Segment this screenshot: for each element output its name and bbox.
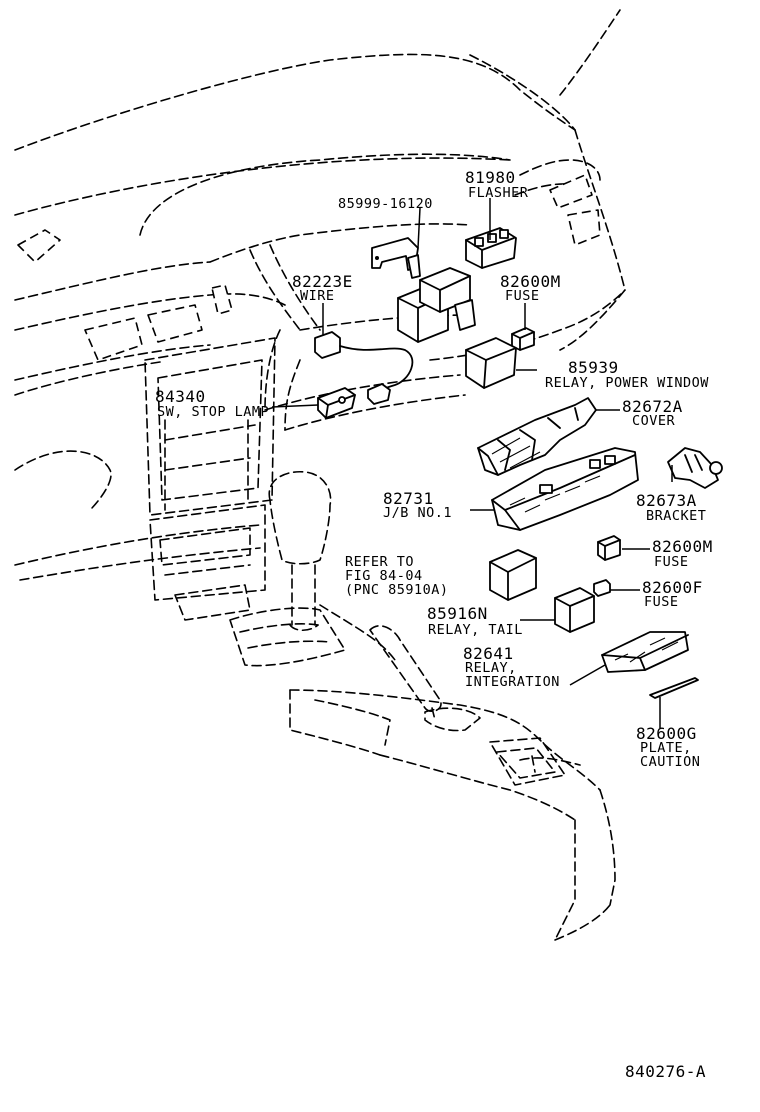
- callout-81980: 81980 FLASHER: [465, 168, 529, 201]
- callout-desc: PLATE,: [640, 740, 692, 756]
- callout-code: 81980: [465, 168, 516, 187]
- callout-desc: FLASHER: [468, 185, 529, 201]
- fuse-lower-part: [597, 535, 621, 561]
- refer-note-line: (PNC 85910A): [345, 582, 449, 598]
- callout-82731: 82731 J/B NO.1: [383, 489, 452, 521]
- callout-84340: 84340 SW, STOP LAMP: [155, 387, 269, 420]
- callout-85999-16120: 85999-16120: [338, 196, 433, 212]
- callout-code: 85939: [568, 358, 619, 377]
- relay-85910a-part: [489, 549, 537, 601]
- callout-code: 85999-16120: [338, 196, 433, 212]
- callout-code: 82641: [463, 644, 514, 663]
- tail-relay-part: [554, 587, 595, 633]
- integration-relay-part: [601, 631, 689, 673]
- fuse-f-part: [593, 579, 611, 597]
- cover-part: [477, 397, 597, 476]
- callout-code: 85916N: [427, 604, 488, 623]
- callout-82223E: 82223E WIRE: [292, 272, 353, 304]
- callout-desc: FUSE: [644, 594, 679, 610]
- bracket-85999-part: [371, 237, 421, 279]
- leader-lines: [271, 198, 673, 728]
- callout-desc: COVER: [632, 413, 676, 429]
- bracket-82673a-part: [667, 447, 723, 489]
- callout-desc: J/B NO.1: [383, 505, 452, 521]
- callout-85916N: 85916N RELAY, TAIL: [427, 604, 523, 638]
- callout-desc: SW, STOP LAMP: [157, 404, 269, 420]
- callout-code: 82223E: [292, 272, 353, 291]
- junction-block-part: [491, 447, 639, 531]
- refer-note: REFER TO FIG 84-04 (PNC 85910A): [345, 554, 449, 598]
- callout-desc: WIRE: [300, 288, 335, 304]
- callout-code: 82600M: [652, 537, 713, 556]
- callout-code: 82672A: [622, 397, 683, 416]
- callout-82600F: 82600F FUSE: [642, 578, 703, 610]
- callout-desc: BRACKET: [646, 508, 706, 524]
- callout-code: 82731: [383, 489, 434, 508]
- callout-82673A: 82673A BRACKET: [636, 491, 706, 524]
- callout-desc: RELAY, POWER WINDOW: [545, 375, 709, 391]
- callout-85939: 85939 RELAY, POWER WINDOW: [545, 358, 709, 391]
- callout-82600G: 82600G PLATE, CAUTION: [636, 724, 700, 770]
- relay-block-part: [397, 267, 476, 343]
- wire-part: [314, 331, 414, 405]
- callout-code: 82600F: [642, 578, 703, 597]
- callout-code: 82600G: [636, 724, 697, 743]
- callout-82641: 82641 RELAY, INTEGRATION: [463, 644, 560, 690]
- power-window-relay-part: [465, 337, 517, 389]
- callout-desc: RELAY, TAIL: [428, 622, 523, 638]
- callout-desc: FUSE: [654, 554, 689, 570]
- caution-plate-part: [649, 677, 699, 699]
- refer-note-line: FIG 84-04: [345, 568, 423, 584]
- callout-desc: RELAY,: [465, 660, 517, 676]
- flasher-part: [465, 227, 517, 269]
- dashboard-outline: [14, 9, 626, 941]
- callout-82672A: 82672A COVER: [622, 397, 683, 429]
- refer-note-line: REFER TO: [345, 554, 414, 570]
- callout-code: 82600M: [500, 272, 561, 291]
- diagram-id: 840276-A: [625, 1062, 706, 1081]
- callout-desc: CAUTION: [640, 754, 700, 770]
- shift-knob: [268, 471, 442, 721]
- fuse-top-part: [511, 327, 535, 351]
- callout-82600M-top: 82600M FUSE: [500, 272, 561, 304]
- callout-code: 82673A: [636, 491, 697, 510]
- callout-desc: FUSE: [505, 288, 540, 304]
- callout-82600M-lower: 82600M FUSE: [652, 537, 713, 570]
- callout-desc: INTEGRATION: [465, 674, 560, 690]
- callout-code: 84340: [155, 387, 206, 406]
- stop-lamp-switch-part: [317, 387, 356, 419]
